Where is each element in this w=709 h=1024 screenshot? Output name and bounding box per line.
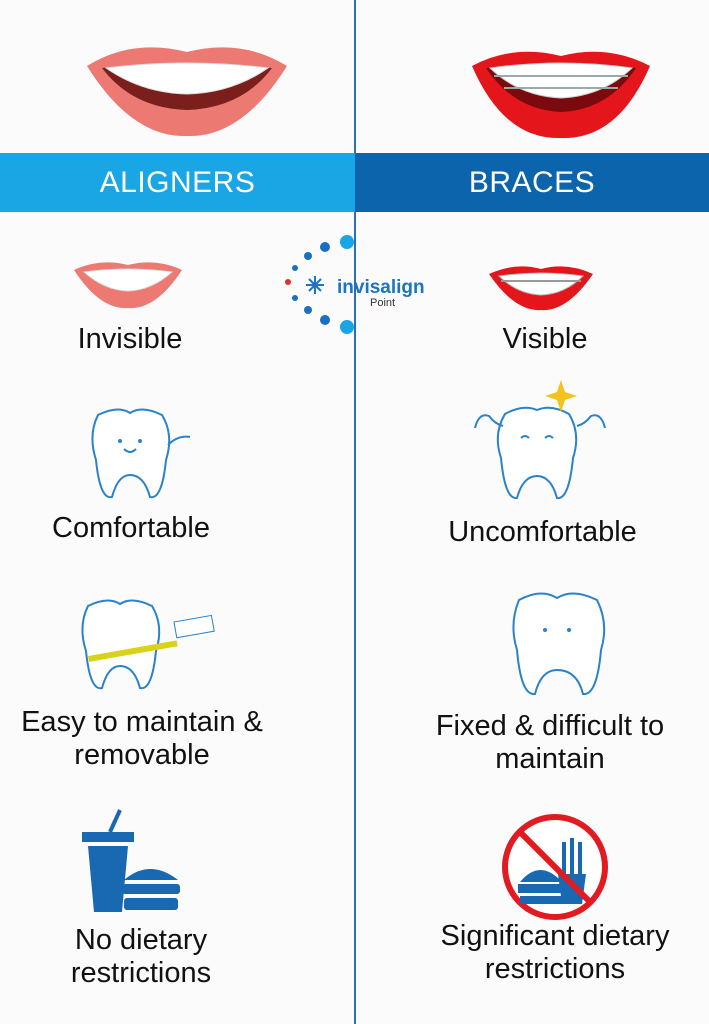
aligners-header: ALIGNERS	[0, 153, 355, 212]
logo-text: invisalign	[337, 277, 425, 298]
braces-item-label: Significant dietary restrictions	[440, 920, 670, 985]
invisalign-logo	[285, 235, 354, 334]
aligners-item-label: No dietary restrictions	[70, 924, 212, 989]
happy-tooth-icon	[91, 408, 191, 499]
braces-item-label: Visible	[502, 323, 588, 355]
braces-header: BRACES	[355, 153, 709, 212]
aligners-smile-icon	[87, 47, 287, 137]
braces-item-label: Uncomfortable	[448, 516, 637, 548]
braces-smile-icon-large	[472, 51, 650, 139]
smile-icon	[74, 262, 182, 309]
aligners-item-label: Easy to maintain & removable	[21, 706, 263, 771]
center-divider	[354, 0, 356, 1024]
tooth-toothbrush-icon	[81, 599, 215, 690]
braces-item-label: Fixed & difficult to maintain	[435, 710, 665, 775]
logo-subtext: Point	[370, 297, 396, 309]
braces-smile-icon	[489, 266, 593, 311]
thinking-tooth-icon	[512, 592, 606, 696]
no-junk-food-icon	[502, 814, 608, 920]
aligners-item-label: Invisible	[77, 323, 183, 355]
strained-tooth-icon	[474, 380, 606, 500]
aligners-item-label: Comfortable	[52, 512, 210, 544]
drink-burger-icon	[82, 809, 180, 912]
